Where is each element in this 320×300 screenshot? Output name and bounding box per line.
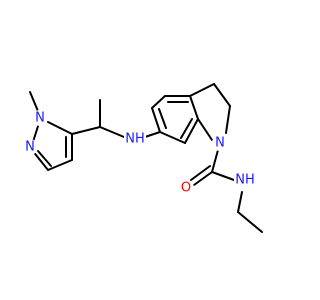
bond-carbonyl-nh xyxy=(211,171,235,181)
atom-nh-amide: NH xyxy=(235,173,255,188)
atom-n-indoline: N xyxy=(215,136,225,151)
bond-c2-n1 xyxy=(225,105,231,134)
atom-label-layer: N N NH N O NH xyxy=(22,110,256,196)
bond-layer xyxy=(29,83,263,233)
bond-c7-c6 xyxy=(159,131,186,144)
bond-chiral-nh xyxy=(99,126,125,138)
bond-nh-c6 xyxy=(144,131,161,138)
bond-c3-c4 xyxy=(47,159,73,171)
atom-bg-n-amine xyxy=(124,131,146,145)
bond-nh-ethyl-ch2 xyxy=(237,191,243,213)
atom-o-carbonyl: O xyxy=(181,181,191,196)
atom-bg-o-carbonyl xyxy=(178,180,194,196)
bond-c3a-c3 xyxy=(189,83,215,97)
bond-n1-carbonyl xyxy=(211,149,219,173)
bond-c7a-c7 xyxy=(184,118,199,144)
bond-carbonyl-o xyxy=(193,171,213,186)
bond-c5b-c4b xyxy=(151,95,166,109)
bond-carbonyl-o-double xyxy=(190,165,211,181)
atom-n-pyrazole-ring: N xyxy=(25,140,35,155)
atom-n-pyrazole-methyl: N xyxy=(35,111,45,126)
atom-bg-n-amide xyxy=(234,172,256,186)
bond-c6-c5b xyxy=(151,107,161,133)
bond-n2-c3-double xyxy=(37,150,52,167)
atom-nh-amine: NH xyxy=(125,132,145,147)
atom-bg-n-pyrazole-methyl xyxy=(32,110,48,126)
bond-c3a-c7a xyxy=(189,95,199,120)
bond-n1-c7a xyxy=(197,118,213,141)
atom-bg-n-indoline xyxy=(212,135,228,151)
bond-c5-chiral xyxy=(71,126,101,135)
bond-c5-n1 xyxy=(47,121,73,135)
bond-c7a-c7-double xyxy=(180,118,193,139)
bond-c3-c2 xyxy=(213,83,231,107)
molecule-structure-diagram: N N NH N O NH xyxy=(22,83,263,233)
bond-c6-c5b-double xyxy=(158,108,167,129)
atom-bg-n-pyrazole-ring xyxy=(22,139,38,155)
bond-ethyl-ch2-ch3 xyxy=(237,211,263,233)
